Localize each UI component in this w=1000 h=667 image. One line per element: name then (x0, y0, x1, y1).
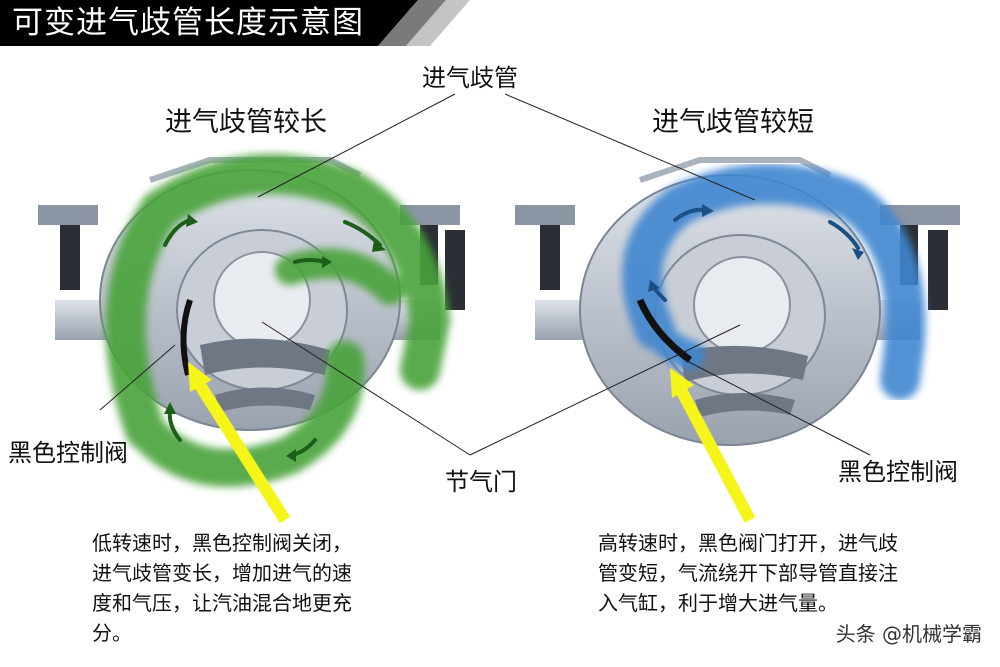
low-speed-description: 低转速时，黑色控制阀关闭， 进气歧管变长，增加进气的速 度和气压，让汽油混合地更… (92, 528, 352, 648)
desc-line: 高转速时，黑色阀门打开，进气歧 (598, 531, 898, 555)
desc-line: 进气歧管变长，增加进气的速 (92, 561, 352, 585)
label-short-manifold-title: 进气歧管较短 (652, 107, 814, 138)
desc-line: 入气缸，利于增大进气量。 (598, 591, 838, 615)
desc-line: 管变短，气流绕开下部导管直接注 (598, 561, 898, 585)
header-banner: 可变进气歧管长度示意图 (0, 0, 1000, 46)
leader-lines (99, 93, 871, 456)
left-manifold-assembly (38, 154, 465, 524)
desc-line: 低转速时，黑色控制阀关闭， (92, 531, 352, 555)
label-control-valve-right: 黑色控制阀 (838, 458, 958, 486)
label-throttle: 节气门 (445, 468, 517, 496)
right-manifold-assembly (515, 157, 960, 523)
desc-line: 度和气压，让汽油混合地更充 (92, 591, 352, 615)
label-long-manifold-title: 进气歧管较长 (165, 107, 327, 138)
watermark: 头条 @机械学霸 (835, 622, 982, 646)
header-stripes (0, 0, 470, 46)
high-speed-description: 高转速时，黑色阀门打开，进气歧 管变短，气流绕开下部导管直接注 入气缸，利于增大… (598, 528, 898, 618)
label-control-valve-left: 黑色控制阀 (8, 439, 128, 467)
desc-line: 分。 (92, 621, 132, 645)
label-intake-manifold: 进气歧管 (422, 64, 518, 92)
page-title: 可变进气歧管长度示意图 (12, 5, 364, 41)
